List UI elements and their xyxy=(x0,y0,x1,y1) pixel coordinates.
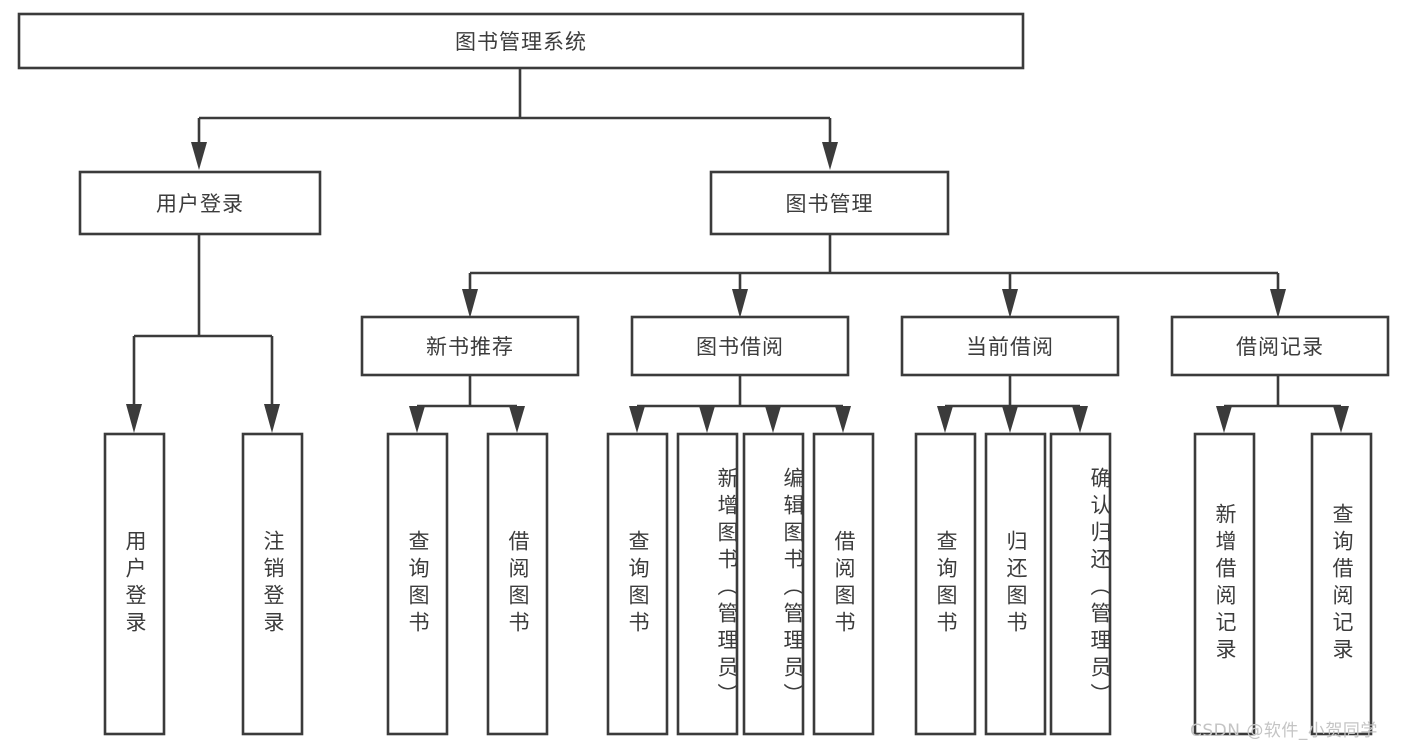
arrow-head-book-mgmt xyxy=(822,142,838,170)
node-box-leaf-borrow-3[interactable] xyxy=(742,432,805,736)
node-box-book-mgmt[interactable] xyxy=(709,170,950,236)
node-box-user-login[interactable] xyxy=(78,170,322,236)
node-box-leaf-new-book-2[interactable] xyxy=(486,432,549,736)
node-box-leaf-records-2[interactable] xyxy=(1310,432,1373,736)
arrow-head-borrow-book xyxy=(732,289,748,318)
arrow-head-leaf-borrow-2 xyxy=(699,406,715,433)
arrow-head-user-login xyxy=(191,142,207,170)
connector-group-current-borrow xyxy=(937,375,1088,433)
node-box-leaf-borrow-2[interactable] xyxy=(676,432,739,736)
connector-group-new-book xyxy=(409,375,525,433)
arrow-head-borrow-records xyxy=(1270,289,1286,318)
connector-group-user-login xyxy=(126,234,280,433)
node-box-leaf-borrow-1[interactable] xyxy=(606,432,669,736)
node-box-current-borrow[interactable] xyxy=(900,315,1120,377)
node-box-leaf-user-login-1[interactable] xyxy=(103,432,166,736)
node-box-leaf-current-2[interactable] xyxy=(984,432,1047,736)
node-box-new-book[interactable] xyxy=(360,315,580,377)
arrow-head-leaf-borrow-3 xyxy=(765,406,781,433)
node-box-leaf-records-1[interactable] xyxy=(1193,432,1256,736)
node-box-leaf-current-1[interactable] xyxy=(914,432,977,736)
arrow-head-leaf-borrow-1 xyxy=(629,406,645,433)
connector-group-borrow-records xyxy=(1216,375,1349,433)
connector-group-book-mgmt xyxy=(462,234,1286,318)
arrow-head-leaf-records-1 xyxy=(1216,406,1232,433)
arrow-head-leaf-borrow-4 xyxy=(835,406,851,433)
arrow-head-current-borrow xyxy=(1002,289,1018,318)
arrow-head-leaf-user-login-2 xyxy=(264,404,280,433)
arrow-head-leaf-new-book-2 xyxy=(509,406,525,433)
node-box-root[interactable] xyxy=(17,12,1025,70)
arrow-head-leaf-new-book-1 xyxy=(409,406,425,433)
arrow-head-new-book xyxy=(462,289,478,318)
node-box-leaf-new-book-1[interactable] xyxy=(386,432,449,736)
arrow-head-leaf-current-1 xyxy=(937,406,953,433)
arrow-head-leaf-current-3 xyxy=(1072,406,1088,433)
node-box-leaf-user-login-2[interactable] xyxy=(241,432,304,736)
arrow-head-leaf-user-login-1 xyxy=(126,404,142,433)
arrow-head-leaf-current-2 xyxy=(1002,406,1018,433)
node-box-borrow-records[interactable] xyxy=(1170,315,1390,377)
node-box-leaf-borrow-4[interactable] xyxy=(812,432,875,736)
node-box-borrow-book[interactable] xyxy=(630,315,850,377)
arrow-head-leaf-records-2 xyxy=(1333,406,1349,433)
node-box-leaf-current-3[interactable] xyxy=(1049,432,1112,736)
connector-group-root xyxy=(191,68,838,170)
connector-group-borrow-book xyxy=(629,375,851,433)
